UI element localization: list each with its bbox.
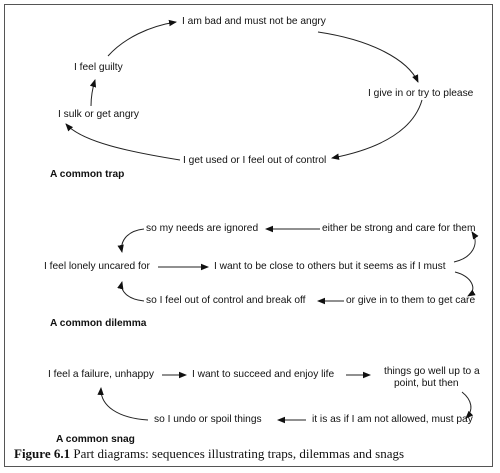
trap-node-give-in: I give in or try to please	[368, 88, 474, 99]
dilemma-arrow-close-givein	[454, 271, 476, 297]
trap-arrow-4-5	[89, 79, 97, 107]
figure-frame	[4, 4, 493, 467]
snag-arrow-well-allowed	[461, 391, 474, 419]
trap-node-bad: I am bad and must not be angry	[182, 16, 326, 27]
trap-node-used: I get used or I feel out of control	[183, 155, 327, 166]
dilemma-node-close: I want to be close to others but it seem…	[214, 261, 446, 272]
snag-node-well-1: things go well up to a	[384, 366, 480, 377]
snag-node-failure: I feel a failure, unhappy	[48, 369, 154, 380]
snag-node-undo: so I undo or spoil things	[154, 414, 262, 425]
dilemma-node-breakoff: so I feel out of control and break off	[146, 295, 306, 306]
dilemma-node-lonely: I feel lonely uncared for	[44, 261, 150, 272]
snag-title: A common snag	[56, 434, 135, 445]
trap-title: A common trap	[50, 169, 125, 180]
snag-node-well-2: point, but then	[394, 378, 459, 389]
trap-arrow-2-3	[331, 99, 423, 160]
figure-caption: Figure 6.1 Part diagrams: sequences illu…	[14, 446, 404, 462]
snag-arrow-undo-failure	[97, 387, 149, 421]
trap-node-sulk: I sulk or get angry	[58, 109, 139, 120]
dilemma-title: A common dilemma	[50, 318, 147, 329]
trap-arrow-1-2	[317, 31, 419, 83]
figure-caption-text: Part diagrams: sequences illustrating tr…	[73, 446, 405, 461]
trap-arrow-5-1	[107, 19, 177, 57]
dilemma-node-strong: either be strong and care for them	[322, 223, 476, 234]
trap-arrow-3-4	[65, 123, 181, 161]
dilemma-arrow-ignored-lonely	[117, 228, 145, 253]
figure-label: Figure 6.1	[14, 446, 71, 461]
dilemma-node-givein: or give in to them to get care	[346, 295, 476, 306]
snag-node-allowed: it is as if I am not allowed, must pay	[312, 414, 473, 425]
dilemma-arrow-breakoff-lonely	[117, 281, 145, 302]
snag-node-succeed: I want to succeed and enjoy life	[192, 369, 335, 380]
dilemma-arrow-close-strong	[453, 231, 479, 263]
dilemma-node-ignored: so my needs are ignored	[146, 223, 259, 234]
trap-node-guilty: I feel guilty	[74, 62, 123, 73]
